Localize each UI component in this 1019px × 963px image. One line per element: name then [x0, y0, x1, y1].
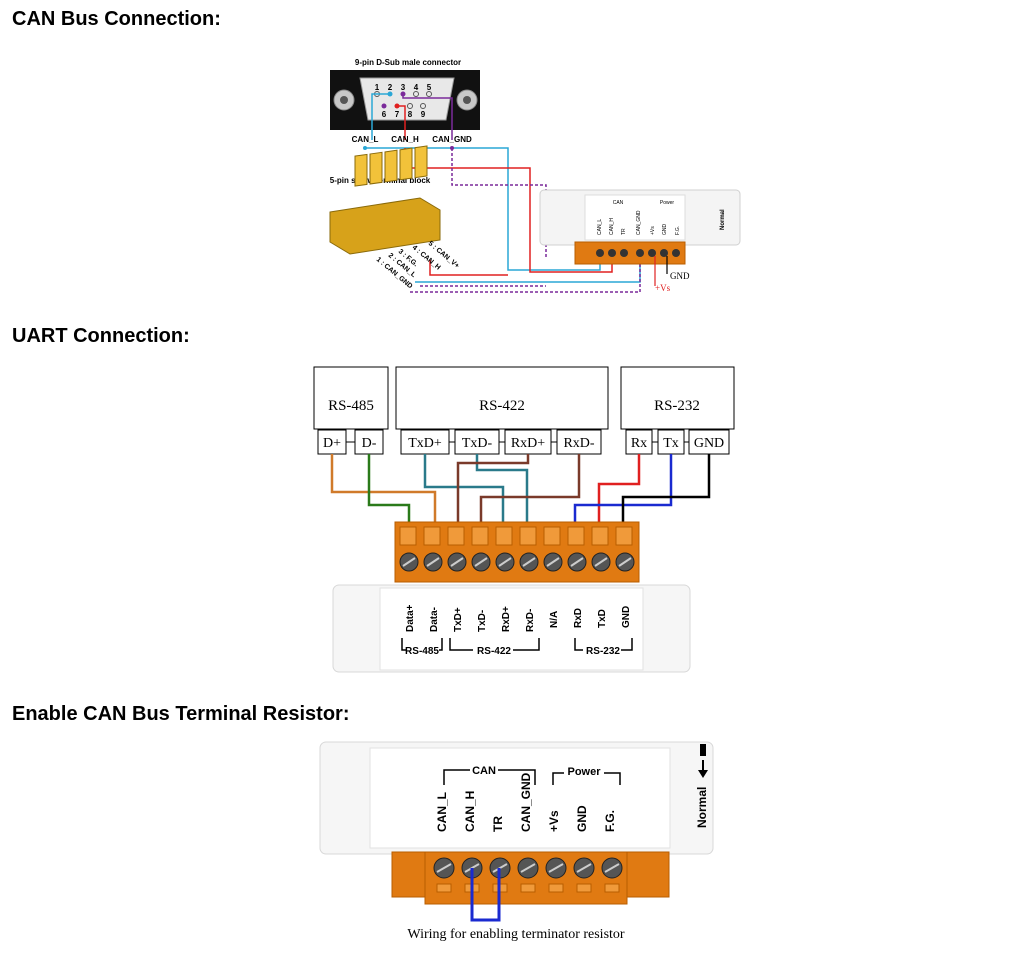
- rs232-box: [620, 366, 735, 430]
- rs485-title: RS-485: [328, 398, 374, 414]
- can-module-pin-label: CAN_L: [597, 219, 603, 235]
- terminal-block-body: [329, 197, 441, 255]
- uart-module-group-label: RS-485: [405, 646, 439, 657]
- dsub-pin-numbers: 1 2 3 4 5 6 7 8 9: [375, 83, 432, 119]
- section-title-uart: UART Connection:: [12, 325, 190, 347]
- dsub-label-can-l: CAN_L: [352, 135, 379, 144]
- can-module-can-label: CAN: [613, 200, 624, 206]
- dsub-pin-label: 7: [395, 110, 400, 119]
- term-caption: Wiring for enabling terminator resistor: [407, 927, 624, 942]
- term-power-label: Power: [567, 766, 601, 778]
- dsub-pin-label: 3: [401, 83, 406, 92]
- wire-can-l-route: [365, 147, 601, 271]
- dsub-pin-label: 8: [408, 110, 413, 119]
- can-module-pin-label: GND: [662, 224, 668, 236]
- dsub-pin-label: 2: [388, 83, 393, 92]
- rs485-box: [313, 366, 389, 430]
- rs232-pin: Tx: [663, 436, 679, 451]
- uart-module-pin-label: N/A: [549, 611, 560, 628]
- rs422-pin: RxD-: [563, 436, 594, 451]
- dsub-title: 9-pin D-Sub male connector: [355, 58, 461, 67]
- rs485-pin: D+: [323, 436, 341, 451]
- wire-can-h-dsub: [397, 105, 406, 140]
- uart-module-group-label: RS-422: [477, 646, 511, 657]
- uart-module-pin-label: TxD-: [477, 610, 488, 632]
- dsub-pin-label: 1: [375, 83, 380, 92]
- wire-rs422-txdp: [423, 454, 505, 555]
- term-pin-label: +Vs: [547, 810, 561, 832]
- uart-module-pin-label: Data+: [405, 604, 416, 632]
- rs232-pin: GND: [694, 436, 724, 451]
- term-can-label: CAN: [472, 765, 496, 777]
- term-pin-label: F.G.: [603, 810, 617, 832]
- terminator-resistor-wire: [470, 868, 501, 922]
- dsub-pin-label: 6: [382, 110, 387, 119]
- rs422-title: RS-422: [479, 398, 525, 414]
- uart-module-pin-label: RxD+: [501, 606, 512, 632]
- term-pin-label: CAN_GND: [519, 772, 533, 832]
- can-vs-label: +Vs: [655, 283, 671, 293]
- dsub-pin-label: 5: [427, 83, 432, 92]
- section-title-can: CAN Bus Connection:: [12, 8, 221, 30]
- rs485-pin: D-: [362, 436, 377, 451]
- can-module-pin-label: +Vs: [650, 226, 656, 235]
- dsub-label-can-gnd: CAN_GND: [432, 135, 472, 144]
- term-pin-labels: CAN_L CAN_H TR CAN_GND +Vs GND F.G.: [435, 772, 617, 832]
- rs422-pin: RxD+: [511, 436, 545, 451]
- can-module-pin-label: F.G.: [675, 226, 681, 235]
- can-gnd-label: GND: [670, 271, 690, 281]
- can-module-terminal: [574, 241, 686, 265]
- uart-module-pin-label: TxD+: [453, 607, 464, 632]
- dsub-shell: [359, 77, 455, 121]
- dsub-label-can-h: CAN_H: [391, 135, 419, 144]
- term-switch-label: Normal: [695, 787, 709, 828]
- uart-module-pin-label: RxD-: [525, 609, 536, 632]
- rs422-pin: TxD-: [462, 436, 493, 451]
- can-module-pin-label: CAN_H: [609, 218, 615, 235]
- term-pin-label: TR: [491, 816, 505, 832]
- uart-module-pin-labels: Data+ Data- TxD+ TxD- RxD+ RxD- N/A RxD …: [405, 604, 632, 632]
- uart-module-pin-label: TxD: [597, 609, 608, 628]
- wire-rs232-rx: [597, 454, 641, 555]
- can-module-pin-label: TR: [621, 228, 627, 235]
- rs422-pin: TxD+: [408, 436, 442, 451]
- dsub-signal-labels: CAN_L CAN_H CAN_GND: [352, 135, 472, 144]
- term-pin-label: CAN_H: [463, 791, 477, 832]
- can-module-power-label: Power: [660, 200, 675, 206]
- uart-module-pin-label: RxD: [573, 608, 584, 628]
- can-module-switch-label: Normal: [720, 209, 726, 230]
- section-title-terminal: Enable CAN Bus Terminal Resistor:: [12, 703, 350, 725]
- can-module-pin-label: CAN_GND: [636, 210, 642, 235]
- can-module-pin-labels: CAN_L CAN_H TR CAN_GND +Vs GND F.G.: [597, 210, 681, 235]
- dsub-pin-label: 4: [414, 83, 419, 92]
- uart-module-pin-label: Data-: [429, 607, 440, 632]
- rs232-title: RS-232: [654, 398, 700, 414]
- wire-can-gnd-dsub: [402, 94, 453, 140]
- rs422-box: [395, 366, 609, 430]
- term-pin-label: GND: [575, 805, 589, 832]
- term-pin-label: CAN_L: [435, 792, 449, 832]
- rs232-pin: Rx: [631, 436, 647, 451]
- uart-module-pin-label: GND: [621, 606, 632, 628]
- wire-can-l-dsub: [371, 93, 390, 140]
- uart-module-group-label: RS-232: [586, 646, 620, 657]
- dsub-pin-label: 9: [421, 110, 426, 119]
- wire-rs422-rxdp: [456, 454, 530, 555]
- term-switch-arrow: [698, 744, 708, 778]
